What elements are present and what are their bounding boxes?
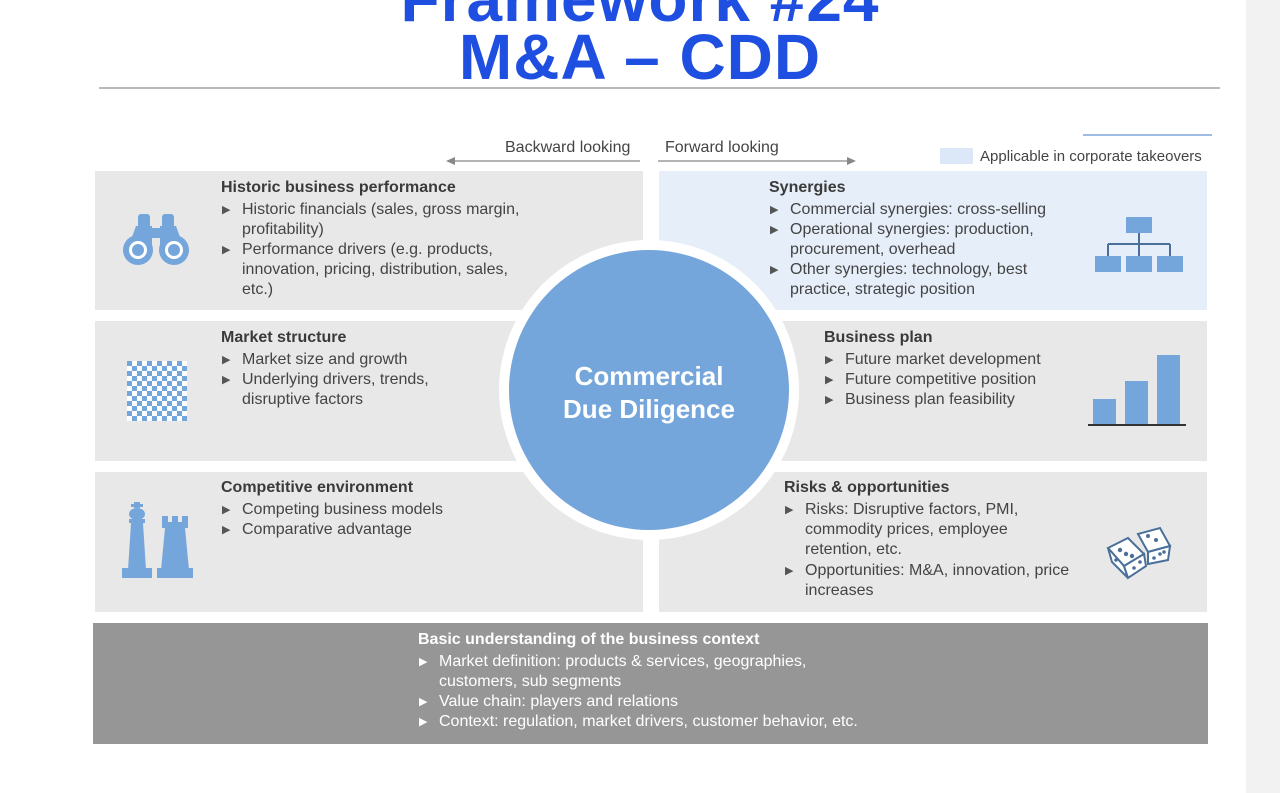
center-circle (509, 250, 789, 530)
bullet-marker: ▶ (825, 354, 834, 366)
binoculars-icon (123, 214, 189, 265)
bullet-marker: ▶ (222, 204, 231, 216)
org-chart-icon (1095, 217, 1183, 272)
center-label-line-2: Due Diligence (563, 394, 735, 424)
risks-bullet-2: ▶ Opportunities: M&A, innovation, price … (785, 561, 1070, 601)
synergies-bullet-2: ▶ Operational synergies: production, pro… (770, 220, 1034, 260)
bullet-line: Performance drivers (e.g. products, (242, 241, 493, 258)
bullet-marker: ▶ (770, 224, 779, 236)
business-plan-bullet-3: ▶ Business plan feasibility (825, 390, 1015, 410)
bullet-line: Context: regulation, market drivers, cus… (439, 713, 858, 730)
bullet-line: Risks: Disruptive factors, PMI, (805, 501, 1019, 518)
bullet-marker: ▶ (825, 394, 834, 406)
bullet-line: Historic financials (sales, gross margin… (242, 201, 520, 218)
basic-title: Basic understanding of the business cont… (418, 631, 760, 648)
bullet-marker: ▶ (785, 504, 794, 516)
bullet-line: retention, etc. (805, 541, 902, 558)
bullet-marker: ▶ (419, 656, 428, 668)
basic-bullet-2: ▶ Value chain: players and relations (419, 692, 678, 712)
page-edge-shadow (1246, 0, 1280, 793)
synergies-title: Synergies (769, 179, 846, 196)
business-plan-bullet-1: ▶ Future market development (825, 350, 1041, 370)
bullet-line: innovation, pricing, distribution, sales… (242, 261, 508, 278)
business-plan-bullet-2: ▶ Future competitive position (825, 370, 1037, 390)
bullet-line: practice, strategic position (790, 281, 975, 298)
backward-arrow (446, 157, 640, 165)
bullet-line: procurement, overhead (790, 241, 956, 258)
bullet-marker: ▶ (222, 244, 231, 256)
basic-bullet-1: ▶ Market definition: products & services… (419, 652, 807, 692)
bullet-line: Comparative advantage (242, 521, 412, 538)
business-plan-title: Business plan (824, 329, 933, 346)
bullet-marker: ▶ (825, 374, 834, 386)
bullet-line: Future market development (845, 351, 1041, 368)
page-title-line-1: Framework #24 (0, 0, 1280, 36)
bullet-marker: ▶ (770, 264, 779, 276)
market-bullet-2: ▶ Underlying drivers, trends, disruptive… (222, 370, 429, 410)
bullet-line: Future competitive position (845, 371, 1037, 388)
panel-basic-understanding (93, 623, 1208, 744)
historic-bullet-2: ▶ Performance drivers (e.g. products, in… (222, 240, 508, 300)
market-title: Market structure (221, 329, 347, 346)
bullet-marker: ▶ (222, 524, 231, 536)
forward-looking-label: Forward looking (665, 139, 779, 156)
basic-bullet-3: ▶ Context: regulation, market drivers, c… (419, 712, 858, 732)
legend-swatch (940, 148, 973, 164)
bullet-line: Business plan feasibility (845, 391, 1015, 408)
bullet-line: commodity prices, employee (805, 521, 1008, 538)
competitive-title: Competitive environment (221, 479, 414, 496)
backward-looking-label: Backward looking (505, 139, 631, 156)
bullet-marker: ▶ (419, 716, 428, 728)
bullet-line: Operational synergies: production, (790, 221, 1034, 238)
forward-arrow (658, 157, 856, 165)
synergies-bullet-1: ▶ Commercial synergies: cross-selling (770, 200, 1047, 220)
legend-top-rule (1083, 134, 1212, 136)
bullet-marker: ▶ (770, 204, 779, 216)
competitive-bullet-1: ▶ Competing business models (222, 500, 443, 520)
legend-label: Applicable in corporate takeovers (980, 148, 1202, 165)
historic-title: Historic business performance (221, 179, 456, 196)
bullet-line: disruptive factors (242, 391, 363, 408)
center-label-line-1: Commercial (574, 361, 724, 391)
checkerboard-icon (127, 361, 187, 421)
bar-chart-icon (1088, 355, 1186, 426)
risks-title: Risks & opportunities (784, 479, 950, 496)
risks-bullet-1: ▶ Risks: Disruptive factors, PMI, commod… (785, 500, 1019, 560)
bullet-line: increases (805, 582, 874, 599)
historic-bullet-1: ▶ Historic financials (sales, gross marg… (222, 200, 520, 240)
chess-pieces-icon (122, 502, 193, 578)
bullet-marker: ▶ (419, 696, 428, 708)
competitive-bullet-2: ▶ Comparative advantage (222, 520, 412, 540)
bullet-line: Value chain: players and relations (439, 693, 678, 710)
bullet-line: Competing business models (242, 501, 443, 518)
synergies-bullet-3: ▶ Other synergies: technology, best prac… (770, 260, 1028, 300)
bullet-line: etc.) (242, 281, 274, 298)
title-divider (99, 87, 1220, 89)
bullet-line: Market size and growth (242, 351, 408, 368)
bullet-line: Opportunities: M&A, innovation, price (805, 562, 1070, 579)
bullet-line: profitability) (242, 221, 324, 238)
bullet-line: Commercial synergies: cross-selling (790, 201, 1047, 218)
bullet-marker: ▶ (222, 374, 231, 386)
market-bullet-1: ▶ Market size and growth (222, 350, 408, 370)
bullet-marker: ▶ (785, 565, 794, 577)
dice-icon (1106, 526, 1172, 580)
bullet-line: Other synergies: technology, best (790, 261, 1028, 278)
bullet-marker: ▶ (222, 354, 231, 366)
bullet-line: Market definition: products & services, … (439, 653, 807, 670)
bullet-line: customers, sub segments (439, 673, 622, 690)
bullet-marker: ▶ (222, 504, 231, 516)
bullet-line: Underlying drivers, trends, (242, 371, 429, 388)
page-title-line-2: M&A – CDD (458, 21, 822, 93)
